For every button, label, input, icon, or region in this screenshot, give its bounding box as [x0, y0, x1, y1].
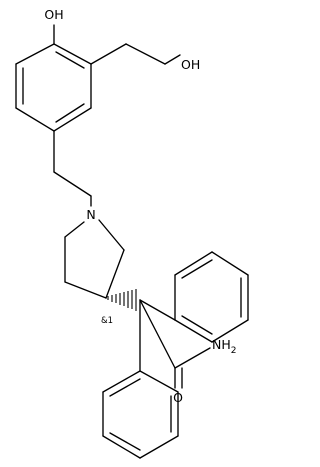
amide-nh2-label: NH2: [212, 337, 236, 356]
phenol-oh-label: OH: [44, 7, 63, 22]
amide-group: [174, 347, 211, 389]
amide-nh-text: NH: [212, 337, 231, 352]
lower-phenyl-ring: [102, 370, 179, 459]
nitrogen-label: N: [86, 207, 95, 222]
phenol-ring: [15, 43, 92, 132]
stereo-label: &1: [101, 316, 113, 326]
chemical-structure: OH OH N &1: [15, 7, 249, 459]
upper-phenyl-ring: [174, 251, 249, 343]
ethyl-linker: [53, 130, 92, 207]
bond-to-amide-carbon: [139, 299, 176, 369]
hydroxyethyl-chain: [90, 43, 181, 65]
amide-subscript: 2: [231, 346, 237, 356]
stereo-hashed-wedge: [107, 289, 137, 311]
hydroxyethyl-oh-label: OH: [181, 57, 200, 72]
bond-to-upper-phenyl: [139, 299, 176, 321]
pyrrolidine-ring: [64, 219, 125, 299]
